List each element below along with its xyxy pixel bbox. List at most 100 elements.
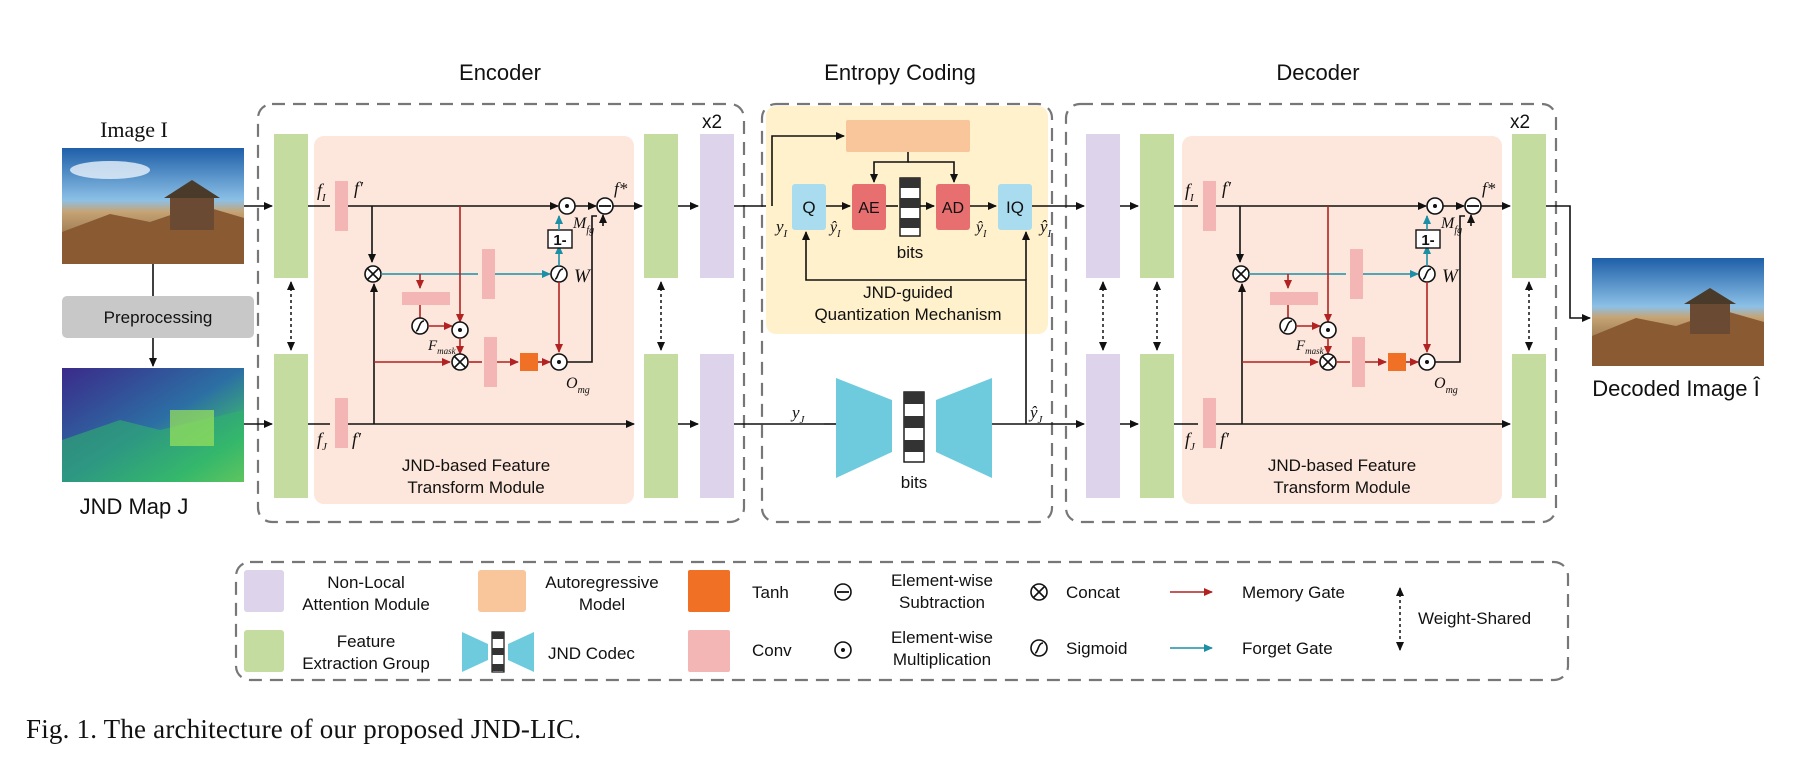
decoder-box (1064, 102, 1558, 524)
dec-fIstar: f* (1482, 179, 1496, 198)
y-to-autoregressive (771, 132, 845, 206)
enc-fIp: f′ (354, 178, 364, 198)
legend-auto-2: Model (579, 595, 625, 614)
enc-one-minus-text: 1- (553, 232, 566, 249)
decoder-module-line2: Transform Module (1273, 478, 1410, 497)
enc-tanh (520, 353, 538, 371)
encoder-nonlocal-top (700, 134, 734, 278)
encoder-feature-block-top (274, 134, 308, 278)
input-image (62, 148, 244, 264)
legend-feature-2: Extraction Group (302, 654, 430, 673)
iq-label: IQ (1006, 198, 1024, 217)
encoder-feature-block-top-right (644, 134, 678, 278)
decoder-feature-block-top (1140, 134, 1174, 278)
decoder-title: Decoder (1276, 60, 1359, 85)
decoder-nonlocal-bottom (1086, 354, 1120, 498)
legend-tanh: Tanh (752, 583, 789, 602)
bits-stack-1 (899, 177, 921, 237)
legend-sub-icon (834, 583, 852, 601)
legend-sigmoid-icon (1030, 639, 1048, 657)
jnd-map-image (62, 368, 244, 482)
codec-encoder-trapezoid (836, 378, 892, 478)
encoder-module-bg (314, 136, 634, 504)
encoder-nonlocal-bottom (700, 354, 734, 498)
yhat-label: ŷI (1038, 217, 1053, 240)
dec-Omg: Omg (1434, 375, 1458, 396)
enc-sub (596, 197, 614, 215)
enc-mul-omg (550, 353, 568, 371)
dec-fJ: fJ (1185, 429, 1196, 453)
legend-box (234, 560, 1570, 682)
ar-to-ae (870, 152, 909, 183)
iq-block (998, 184, 1032, 230)
legend-memory: Memory Gate (1242, 583, 1345, 602)
yI-label: yI (774, 217, 789, 240)
decoder-feature-block-bottom (1140, 354, 1174, 498)
enc-Omg: Omg (566, 375, 590, 396)
enc-omg-to-sub (567, 215, 597, 363)
legend-mul-icon (834, 641, 852, 659)
enc-fI: fI (317, 180, 327, 204)
enc-W: W (574, 266, 592, 287)
q-block (792, 184, 826, 230)
ar-to-ad (908, 161, 958, 183)
qm-line1: JND-guided (863, 283, 953, 302)
dec-fJp: f′ (1220, 429, 1230, 449)
preprocessing-block (62, 296, 254, 338)
yhat-q-label-2: ŷI (974, 219, 987, 240)
decoder-repeat: x2 (1510, 112, 1530, 133)
dec-fIp: f′ (1222, 178, 1232, 198)
legend-forget: Forget Gate (1242, 639, 1333, 658)
decoder-ftm (1174, 181, 1511, 448)
decoder-feature-block-bottom-right (1512, 354, 1546, 498)
legend-nonlocal-swatch (244, 570, 284, 612)
legend-auto-1: Autoregressive (545, 573, 658, 592)
preprocessing-label: Preprocessing (104, 308, 213, 327)
jnd-feedback-q (802, 231, 1027, 424)
legend-codec-icon (462, 631, 534, 673)
dec-W: W (1442, 266, 1460, 287)
legend-shared: Weight-Shared (1418, 609, 1531, 628)
legend-nonlocal-1: Non-Local (327, 573, 405, 592)
enc-conv-fJ (335, 398, 348, 448)
encoder-feature-block-bottom (274, 354, 308, 498)
yhat-q-label-1: ŷI (828, 219, 841, 240)
yJ-label: yJ (790, 403, 806, 426)
enc-conv-memory (402, 292, 450, 305)
dec-out-arrow (1546, 205, 1591, 322)
dec-Mfg: Mfg (1440, 215, 1462, 236)
enc-sigmoid-forget (550, 265, 568, 283)
enc-mul-top (558, 197, 576, 215)
legend-feature-swatch (244, 630, 284, 672)
legend-conv: Conv (752, 641, 792, 660)
ad-block (936, 184, 970, 230)
dec-Fmask: Fmask (1295, 338, 1325, 356)
enc-conv-fI (335, 181, 348, 231)
enc-concat (364, 265, 382, 283)
legend-conv-swatch (688, 630, 730, 672)
ad-label: AD (942, 200, 964, 217)
legend-concat-icon (1030, 583, 1048, 601)
legend-sigmoid: Sigmoid (1066, 639, 1127, 658)
legend-nonlocal-2: Attention Module (302, 595, 430, 614)
legend-auto-swatch (478, 570, 526, 612)
legend-concat: Concat (1066, 583, 1120, 602)
bits-label-1: bits (897, 243, 923, 262)
legend-mul-2: Multiplication (893, 650, 991, 669)
bits-label-2: bits (901, 473, 927, 492)
decoded-image (1592, 258, 1764, 366)
enc-Fmask: Fmask (427, 338, 457, 356)
decoded-label: Decoded Image Î (1592, 376, 1760, 401)
encoder-box (256, 102, 746, 524)
decoder-module-line1: JND-based Feature (1268, 456, 1416, 475)
legend-mul-1: Element-wise (891, 628, 993, 647)
enc-conv-omg (484, 337, 497, 387)
q-label: Q (802, 198, 815, 217)
encoder-module-line2: Transform Module (407, 478, 544, 497)
enc-fIstar: f* (614, 179, 628, 198)
legend-tanh-swatch (688, 570, 730, 612)
jnd-map-label: JND Map J (80, 494, 189, 519)
enc-conv-forget (482, 249, 495, 299)
encoder-title: Encoder (459, 60, 541, 85)
enc-fJ: fJ (317, 429, 328, 453)
